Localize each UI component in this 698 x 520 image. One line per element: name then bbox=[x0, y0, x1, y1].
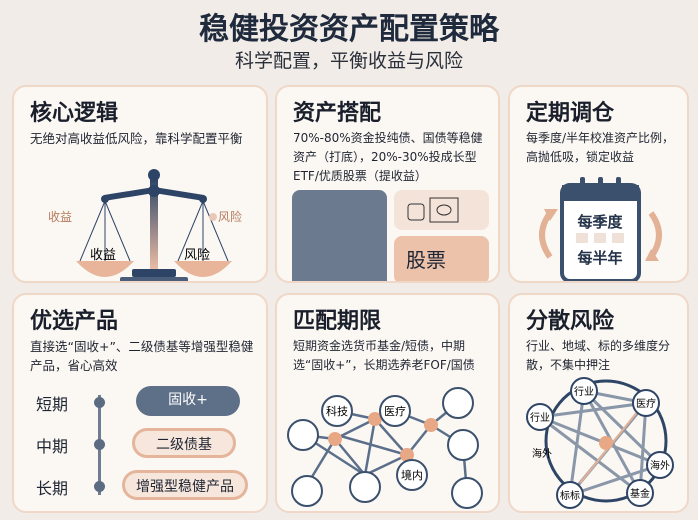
card-text: 行业、地域、标的多维度分散，不集中押注 bbox=[526, 339, 671, 372]
card-rebalance: 定期调仓 每季度/半年校准资产比例，高抛低吸，锁定收益 每季度 每半年 bbox=[508, 85, 689, 283]
bond-block bbox=[292, 190, 387, 281]
timeline-term: 短期 bbox=[36, 395, 69, 414]
product-pill-long: 增强型稳健产品 bbox=[122, 470, 248, 500]
node-label: 标标 bbox=[560, 490, 580, 502]
node-label: 行业 bbox=[574, 385, 594, 398]
timeline-term: 长期 bbox=[36, 479, 69, 498]
page-title: 稳健投资资产配置策略 bbox=[199, 12, 499, 47]
card-text: 无绝对高收益低风险，靠科学配置平衡 bbox=[30, 131, 243, 146]
timeline-term: 中期 bbox=[36, 437, 69, 456]
card-asset-allocation: 资产搭配 70%-80%资金投纯债、国债等稳健资产（打底），20%-30%投成长… bbox=[275, 85, 500, 283]
card-diversify-risk: 分散风险 行业、地域、标的多维度分散，不集中押注 行业 医疗 行业 海外 海外 … bbox=[508, 293, 689, 513]
calendar-top-label: 每季度 bbox=[577, 213, 623, 231]
calendar-bottom-label: 每半年 bbox=[577, 249, 622, 267]
scale-label-right: 风险 bbox=[218, 209, 242, 224]
card-title: 分散风险 bbox=[526, 309, 615, 334]
pan-label-right: 风险 bbox=[184, 248, 210, 263]
card-core-logic: 核心逻辑 无绝对高收益低风险，靠科学配置平衡 收益 风险 收益 风险 bbox=[12, 85, 268, 283]
page-subtitle: 科学配置，平衡收益与风险 bbox=[234, 50, 463, 72]
card-title: 定期调仓 bbox=[526, 101, 615, 126]
node-label: 医疗 bbox=[636, 397, 656, 410]
timeline-dot bbox=[94, 481, 105, 492]
card-title: 资产搭配 bbox=[293, 101, 382, 126]
node-label: 海外 bbox=[650, 459, 670, 472]
card-title: 核心逻辑 bbox=[30, 101, 119, 126]
stock-label: 股票 bbox=[406, 248, 446, 272]
etf-block bbox=[394, 190, 489, 230]
card-title: 优选产品 bbox=[30, 309, 119, 334]
balance-scale-icon: 收益 风险 收益 风险 bbox=[48, 169, 242, 281]
product-pill-short: 固收+ bbox=[136, 386, 240, 416]
card-text: 70%-80%资金投纯债、国债等稳健资产（打底），20%-30%投成长型ETF/… bbox=[293, 131, 483, 183]
stock-block: 股票 bbox=[394, 236, 489, 281]
calendar-icon: 每季度 每半年 bbox=[539, 177, 662, 281]
scale-label-left: 收益 bbox=[48, 210, 72, 224]
card-text: 短期资金选货币基金/短债，中期选“固收+”，长期选养老FOF/国债 bbox=[293, 339, 475, 372]
diversification-network: 行业 医疗 行业 海外 海外 标标 基金 bbox=[526, 377, 674, 509]
pan-label-left: 收益 bbox=[90, 248, 116, 263]
network-diagram: 科技 医疗 境内 bbox=[287, 387, 483, 509]
timeline-dot bbox=[94, 439, 105, 450]
node-label: 科技 bbox=[326, 404, 348, 418]
etf-icon bbox=[407, 197, 459, 223]
node-label: 境内 bbox=[401, 468, 423, 482]
card-text: 直接选“固收+”、二级债基等增强型稳健产品，省心高效 bbox=[30, 339, 254, 373]
card-term-matching: 匹配期限 短期资金选货币基金/短债，中期选“固收+”，长期选养老FOF/国债 科… bbox=[275, 293, 500, 513]
node-label: 基金 bbox=[630, 487, 650, 500]
product-pill-mid: 二级债基 bbox=[132, 428, 236, 458]
node-label: 医疗 bbox=[384, 404, 406, 418]
timeline-dot bbox=[94, 397, 105, 408]
node-label: 海外 bbox=[532, 447, 552, 460]
node-label: 行业 bbox=[530, 411, 550, 424]
card-title: 匹配期限 bbox=[293, 309, 382, 334]
card-text: 每季度/半年校准资产比例，高抛低吸，锁定收益 bbox=[526, 131, 675, 164]
card-product-selection: 优选产品 直接选“固收+”、二级债基等增强型稳健产品，省心高效 短期 中期 长期… bbox=[12, 293, 268, 513]
